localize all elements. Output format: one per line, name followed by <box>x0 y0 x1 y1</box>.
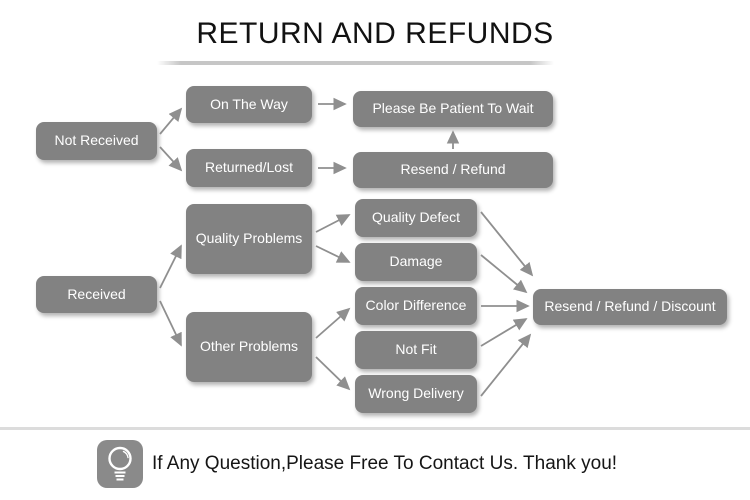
footer-message: If Any Question,Please Free To Contact U… <box>152 453 618 474</box>
node-resend-refund: Resend / Refund <box>353 152 553 188</box>
arrow-received-to-quality-problems <box>159 244 182 289</box>
node-on-the-way: On The Way <box>186 86 312 123</box>
arrow-wrong-delivery-to-discount <box>480 333 532 397</box>
arrow-not-received-to-returned-lost <box>159 146 183 172</box>
node-not-fit: Not Fit <box>355 331 477 369</box>
title-underline <box>157 61 554 65</box>
arrow-damage-to-discount <box>480 254 528 294</box>
arrow-other-problems-to-color-difference <box>315 307 351 339</box>
node-received: Received <box>36 276 157 313</box>
arrow-not-received-to-on-the-way <box>159 107 183 135</box>
arrow-quality-defect-to-discount <box>480 211 534 277</box>
node-quality-problems: Quality Problems <box>186 204 312 274</box>
node-resend-refund-discount: Resend / Refund / Discount <box>533 289 727 325</box>
node-please-be-patient: Please Be Patient To Wait <box>353 91 553 127</box>
lightbulb-icon <box>97 440 143 488</box>
node-other-problems: Other Problems <box>186 312 312 382</box>
arrow-quality-problems-to-damage <box>315 245 351 263</box>
node-not-received: Not Received <box>36 122 157 160</box>
page-title: RETURN AND REFUNDS <box>196 17 554 50</box>
node-returned-lost: Returned/Lost <box>186 149 312 187</box>
lightbulb-glyph <box>108 446 132 481</box>
node-quality-defect: Quality Defect <box>355 199 477 237</box>
footer-divider <box>0 427 750 430</box>
node-color-difference: Color Difference <box>355 287 477 325</box>
node-damage: Damage <box>355 243 477 281</box>
arrow-received-to-other-problems <box>159 300 182 347</box>
arrow-other-problems-to-wrong-delivery <box>315 356 351 391</box>
arrow-quality-problems-to-quality-defect <box>315 214 351 233</box>
arrow-not-fit-to-discount <box>480 318 528 347</box>
node-wrong-delivery: Wrong Delivery <box>355 375 477 413</box>
